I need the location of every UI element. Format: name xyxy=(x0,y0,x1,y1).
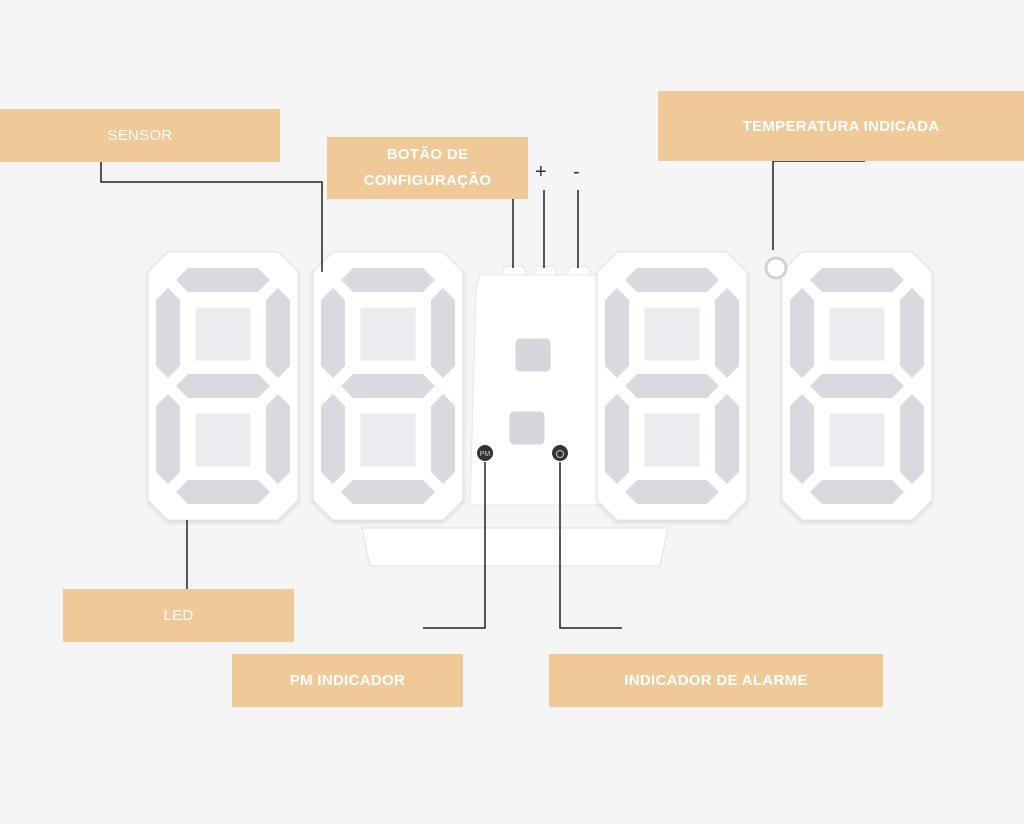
alarm-indicator-label: INDICADOR DE ALARME xyxy=(549,654,883,707)
clock-stand xyxy=(361,527,669,567)
config-button-label-line1: BOTÃO DE xyxy=(386,146,469,163)
digit-3 xyxy=(597,252,747,520)
digit-1 xyxy=(148,252,298,520)
config-button-label: BOTÃO DE CONFIGURAÇÃO xyxy=(327,137,528,199)
plus-sign: + xyxy=(535,161,547,183)
alarm-indicator-dot xyxy=(552,445,568,461)
pm-indicator-dot xyxy=(477,445,493,461)
config-button-label-line2: CONFIGURAÇÃO xyxy=(363,172,492,189)
pm-dot-text: PM xyxy=(480,451,491,458)
alarm-clock-icon xyxy=(556,450,564,458)
minus-sign: - xyxy=(573,161,580,183)
pm-indicator-label: PM INDICADOR xyxy=(232,654,463,707)
digit-2 xyxy=(313,252,463,520)
digit-4 xyxy=(782,252,932,520)
colon-upper xyxy=(512,335,554,375)
temperature-sensor xyxy=(764,256,788,280)
sensor-label: SENSOR xyxy=(0,109,280,162)
led-label: LED xyxy=(63,589,294,642)
leader-lines xyxy=(100,160,865,629)
clock-center-block xyxy=(469,274,616,506)
colon-lower xyxy=(506,408,548,448)
temperature-label: TEMPERATURA INDICADA xyxy=(658,91,1024,161)
